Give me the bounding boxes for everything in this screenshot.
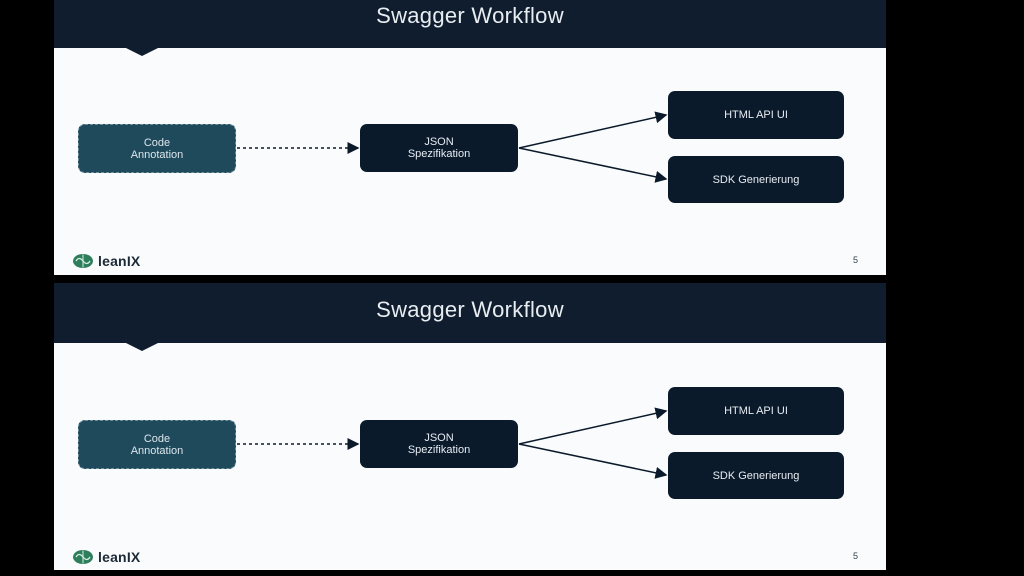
slide-bottom: Swagger Workflow Code Annotation JSON Sp… [54, 283, 886, 570]
brain-icon [73, 254, 93, 268]
json-to-sdk-arrow [518, 443, 668, 479]
code-annotation-box: Code Annotation [78, 124, 236, 173]
sdk-generation-box: SDK Generierung [668, 156, 844, 203]
logo-text: leanIX [98, 253, 141, 269]
html-api-ui-box: HTML API UI [668, 387, 844, 435]
json-spec-box: JSON Spezifikation [360, 420, 518, 468]
page-number: 5 [852, 551, 858, 561]
header-notch [126, 48, 158, 56]
html-api-ui-box: HTML API UI [668, 91, 844, 139]
json-to-sdk-arrow [518, 147, 668, 183]
leanix-logo: leanIX [72, 549, 140, 565]
workflow-connectors [237, 407, 668, 479]
json-to-html-arrow [518, 407, 668, 445]
logo-text: leanIX [98, 549, 141, 565]
page-number: 5 [852, 255, 858, 265]
code-annotation-box: Code Annotation [78, 420, 236, 469]
json-to-html-arrow [518, 111, 668, 149]
brain-icon [73, 550, 93, 564]
sdk-generation-box: SDK Generierung [668, 452, 844, 499]
header-notch [126, 343, 158, 351]
slide-title: Swagger Workflow [376, 297, 564, 322]
json-spec-box: JSON Spezifikation [360, 124, 518, 172]
slide-top: Swagger Workflow Code Annotation JSON Sp… [54, 0, 886, 275]
workflow-connectors [237, 111, 668, 183]
slide-header: Swagger Workflow [54, 283, 886, 343]
slide-title: Swagger Workflow [376, 3, 564, 28]
slide-header: Swagger Workflow [54, 0, 886, 48]
leanix-logo: leanIX [72, 253, 140, 269]
